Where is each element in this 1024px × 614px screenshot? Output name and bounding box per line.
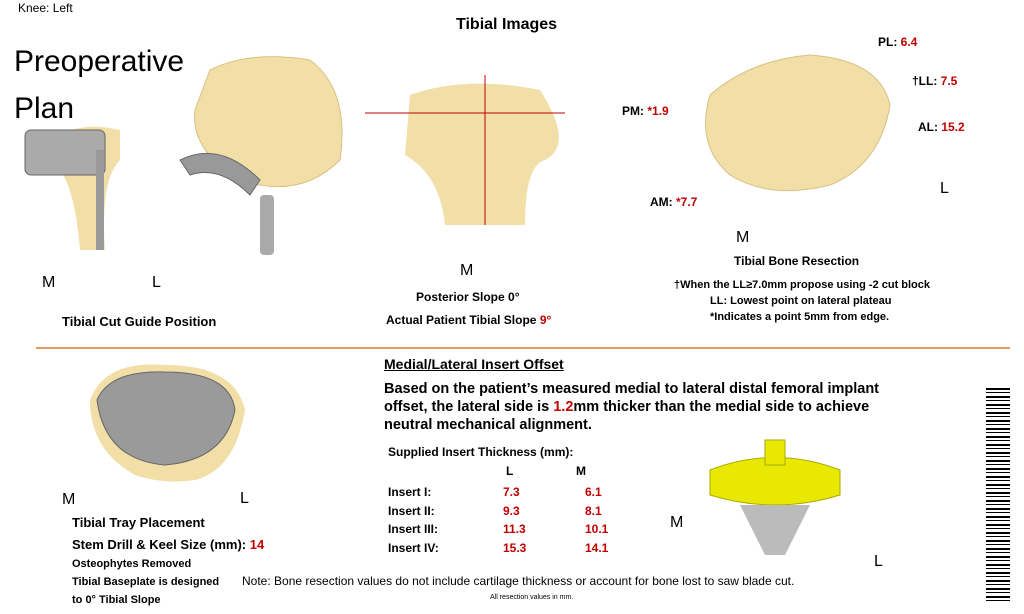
tray-medial-label: M — [62, 491, 76, 508]
resection-lateral-label: L — [940, 180, 949, 197]
tray-caption: Tibial Tray Placement — [72, 515, 205, 530]
insert-image — [709, 439, 841, 555]
pl-value: PL: 6.4 — [878, 35, 918, 49]
resection-medial-label: M — [736, 229, 750, 246]
pm-value: PM: *1.9 — [622, 104, 669, 118]
baseplate-note-1: Tibial Baseplate is designed — [72, 576, 220, 588]
slope-medial-label: M — [460, 262, 474, 279]
tibial-images-title: Tibial Images — [456, 16, 558, 33]
resection-note-2: LL: Lowest point on lateral plateau — [710, 295, 892, 307]
supplied-thickness-label: Supplied Insert Thickness (mm): — [388, 445, 574, 459]
osteophytes: Osteophytes Removed — [72, 558, 192, 570]
offset-heading: Medial/Lateral Insert Offset — [384, 356, 564, 372]
units-note: All resection values in mm. — [490, 594, 574, 601]
al-value: AL: 15.2 — [918, 120, 965, 134]
am-value: AM: *7.7 — [650, 195, 698, 209]
posterior-slope: Posterior Slope 0° — [416, 290, 520, 304]
insert-lateral-label: L — [874, 553, 883, 570]
slope-image — [365, 75, 565, 225]
col-medial: M — [576, 464, 586, 478]
cut-guide-image — [24, 56, 343, 255]
col-lateral: L — [506, 464, 514, 478]
knee-side: Knee: Left — [18, 1, 73, 15]
baseplate-note-2: to 0° Tibial Slope — [72, 594, 161, 606]
actual-slope-label: Actual Patient Tibial Slope — [386, 313, 540, 327]
actual-slope-value: 9° — [539, 313, 552, 327]
page-title: Preoperative — [14, 45, 185, 78]
stem-size: Stem Drill & Keel Size (mm): 14 — [72, 537, 265, 552]
resection-note-3: *Indicates a point 5mm from edge. — [710, 311, 890, 323]
resection-image — [705, 54, 891, 192]
tray-image — [90, 364, 245, 482]
barcode — [986, 388, 1010, 602]
resection-note-1: †When the LL≥7.0mm propose using -2 cut … — [674, 279, 931, 291]
actual-slope: Actual Patient Tibial Slope 9° — [386, 313, 551, 327]
insert-medial-label: M — [670, 514, 684, 531]
page-title-2: Plan — [14, 92, 75, 125]
divider — [36, 347, 1010, 349]
guide-caption: Tibial Cut Guide Position — [62, 314, 217, 329]
resection-caption: Tibial Bone Resection — [734, 254, 860, 268]
guide-lateral-label: L — [152, 274, 161, 291]
resection-disclaimer: Note: Bone resection values do not inclu… — [242, 574, 795, 588]
ll-value: †LL: 7.5 — [912, 74, 958, 88]
offset-text: Based on the patient’s measured medial t… — [384, 381, 880, 433]
tray-lateral-label: L — [240, 490, 249, 507]
guide-medial-label: M — [42, 274, 56, 291]
